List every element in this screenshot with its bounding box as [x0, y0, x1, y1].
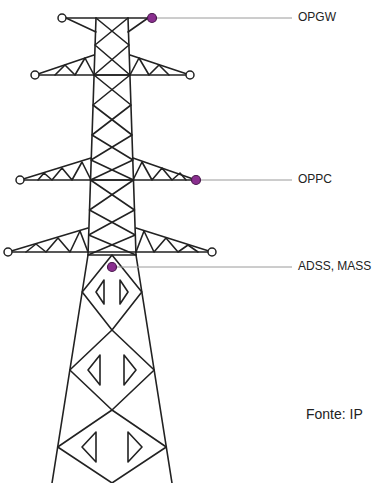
cable-label: OPPC — [298, 173, 332, 186]
cable-label: OPGW — [298, 11, 336, 24]
cable-label: ADSS, MASS — [298, 260, 371, 273]
source-note: Fonte: IP — [306, 407, 363, 422]
